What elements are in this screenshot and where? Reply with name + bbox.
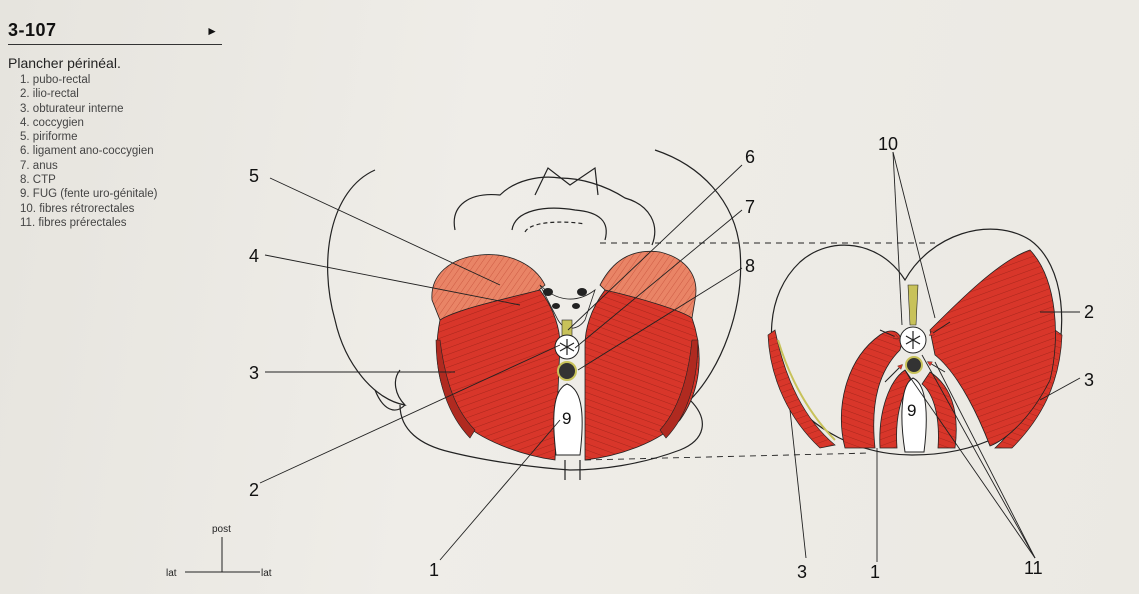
callout-3-bottom: 3 [797, 562, 807, 582]
orient-lat-right: lat [261, 568, 272, 579]
callout-9-left: 9 [562, 409, 571, 428]
callout-5: 5 [249, 166, 259, 186]
orientation-marker: post lat lat [166, 524, 272, 579]
right-muscle-layer [768, 250, 1062, 452]
orient-lat-left: lat [166, 568, 177, 579]
callout-11: 11 [1024, 558, 1043, 578]
callout-1-left: 1 [429, 560, 439, 580]
orient-post: post [212, 524, 231, 535]
left-muscle-layer [432, 251, 699, 460]
callout-8: 8 [745, 256, 755, 276]
callout-6: 6 [745, 147, 755, 167]
callout-2-right: 2 [1084, 302, 1094, 322]
callout-7: 7 [745, 197, 755, 217]
callout-3-right: 3 [1084, 370, 1094, 390]
callout-3-left: 3 [249, 363, 259, 383]
callout-4: 4 [249, 246, 259, 266]
callout-9-right: 9 [907, 401, 916, 420]
callout-2-left: 2 [249, 480, 259, 500]
callout-10: 10 [878, 134, 898, 154]
callout-1-right: 1 [870, 562, 880, 582]
